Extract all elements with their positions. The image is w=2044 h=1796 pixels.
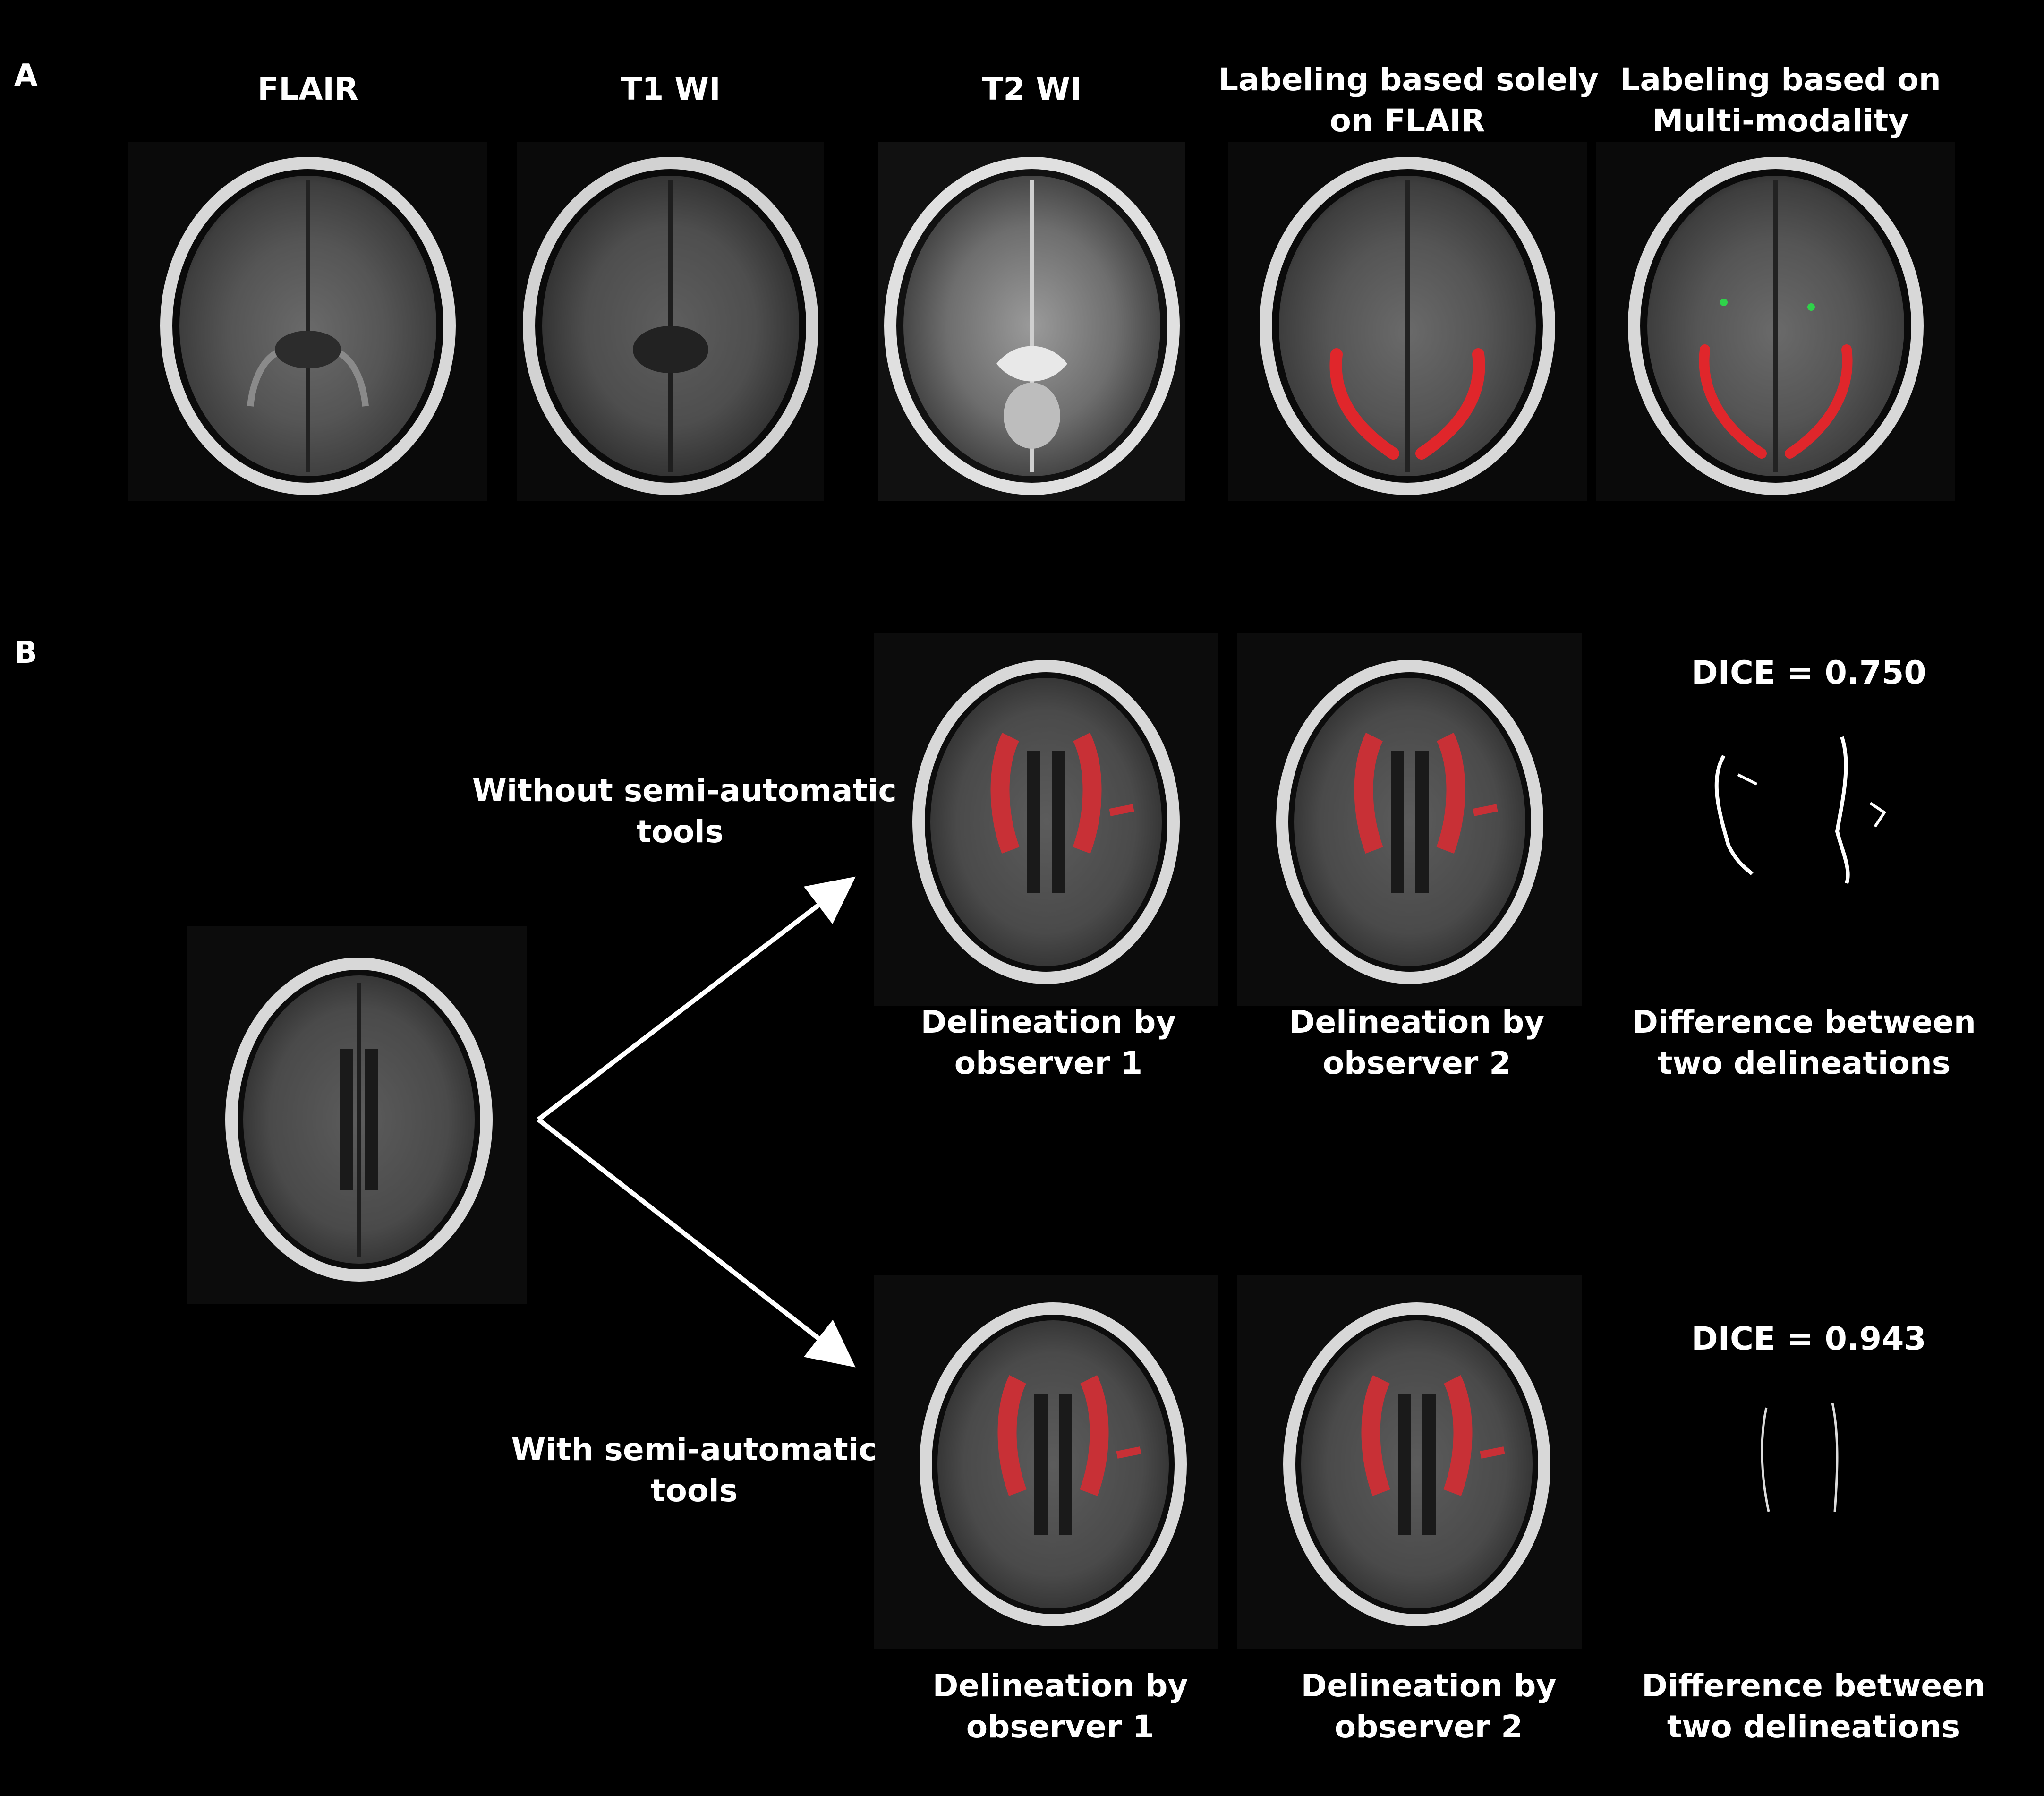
caption-bottom-observer1: Delineation by observer 1 <box>932 1668 1188 1745</box>
scan-flair <box>128 142 487 501</box>
scan-t2 <box>878 142 1185 501</box>
caption-bottom-difference: Difference between two delineations <box>1642 1668 1985 1745</box>
scan-top-observer1 <box>874 633 1218 1006</box>
dice-with: DICE = 0.943 <box>1691 1320 1926 1358</box>
panel-letter-b: B <box>14 635 37 670</box>
label-without-semi-automatic: Without semi-automatic tools <box>472 772 897 850</box>
label-with-semi-automatic: With semi-automatic tools <box>511 1431 877 1509</box>
caption-top-difference: Difference between two delineations <box>1632 1004 1976 1082</box>
scan-top-difference <box>1714 736 1887 884</box>
scan-bottom-difference <box>1761 1403 1839 1512</box>
scan-flair-label <box>1228 142 1587 501</box>
caption-top-observer2: Delineation by observer 2 <box>1289 1004 1545 1082</box>
title-labeling-flair: Labeling based solely on FLAIR <box>1218 61 1599 139</box>
title-t1: T1 WI <box>621 71 721 107</box>
scan-input-axial <box>187 926 527 1304</box>
arrow-up <box>537 876 856 1121</box>
scan-t1 <box>517 142 824 501</box>
title-t2: T2 WI <box>982 71 1082 107</box>
scan-bottom-observer2 <box>1237 1275 1582 1649</box>
dice-without: DICE = 0.750 <box>1691 654 1926 692</box>
caption-top-observer1: Delineation by observer 1 <box>920 1004 1176 1082</box>
scan-multimodal-label <box>1596 142 1955 501</box>
title-labeling-multimodality: Labeling based on Multi-modality <box>1620 61 1941 139</box>
panel-letter-a: A <box>14 58 38 93</box>
scan-top-observer2 <box>1237 633 1582 1006</box>
caption-bottom-observer2: Delineation by observer 2 <box>1301 1668 1557 1745</box>
title-flair: FLAIR <box>257 71 358 107</box>
arrow-down <box>537 1118 856 1368</box>
scan-bottom-observer1 <box>874 1275 1218 1649</box>
